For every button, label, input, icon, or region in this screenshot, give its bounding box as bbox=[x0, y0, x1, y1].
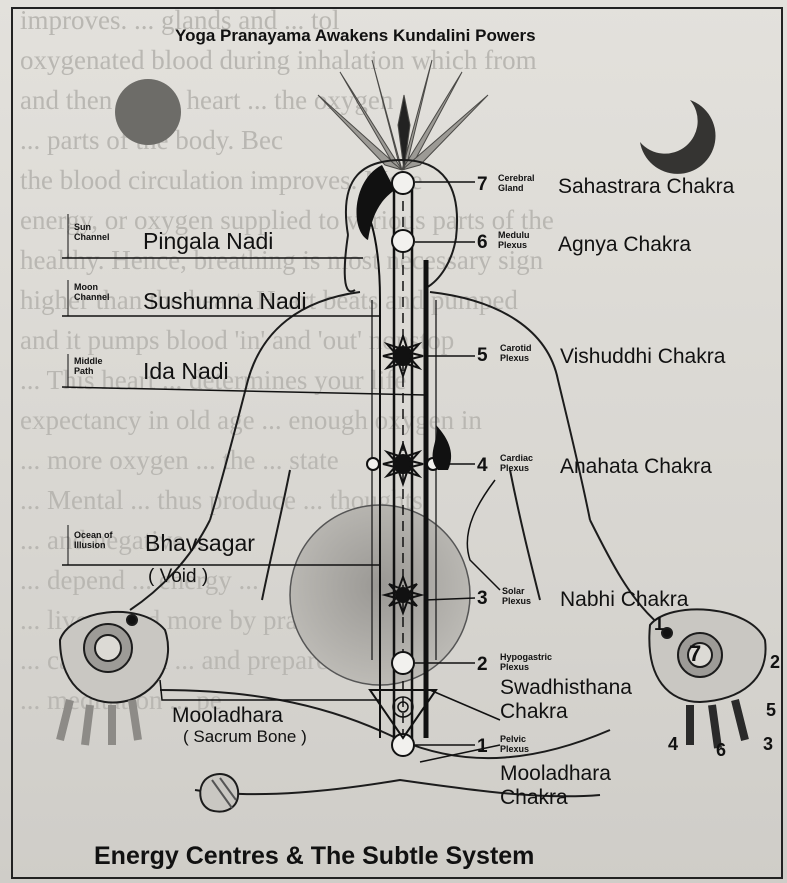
bhavsagar-note: ( Void ) bbox=[148, 566, 208, 588]
diagram-title: Yoga Pranayama Awakens Kundalini Powers bbox=[175, 26, 536, 46]
chakra-node-7 bbox=[392, 172, 414, 194]
bhavsagar-label: Bhavsagar bbox=[145, 530, 255, 557]
chakra-4-number: 4 bbox=[477, 455, 488, 477]
chakra-node-6 bbox=[392, 230, 414, 252]
finger-number-5: 5 bbox=[766, 700, 776, 721]
finger-number-4: 4 bbox=[668, 734, 678, 755]
finger-number-3: 3 bbox=[763, 734, 773, 755]
finger-number-1: 1 bbox=[654, 614, 664, 635]
chakra-node-2 bbox=[392, 652, 414, 674]
palm-number-7: 7 bbox=[689, 641, 701, 667]
feet bbox=[200, 774, 238, 812]
finger-number-6: 6 bbox=[716, 740, 726, 761]
mooladhara-left-note: ( Sacrum Bone ) bbox=[183, 727, 307, 747]
sushumna-nadi-label: Sushumna Nadi bbox=[143, 288, 307, 315]
chakra-3-number: 3 bbox=[477, 588, 488, 610]
chakra-5-label: Vishuddhi Chakra bbox=[560, 345, 725, 369]
chakra-6-number: 6 bbox=[477, 232, 488, 254]
pingala-nadi-label: Pingala Nadi bbox=[143, 228, 273, 255]
chakra-4-label: Anahata Chakra bbox=[560, 455, 712, 479]
ida-nadi-label: Ida Nadi bbox=[143, 358, 229, 385]
left-hand bbox=[60, 612, 168, 745]
right-hand bbox=[649, 609, 765, 748]
chakra-1-number: 1 bbox=[477, 736, 488, 758]
pingala-head-shade bbox=[356, 165, 395, 240]
diagram-caption: Energy Centres & The Subtle System bbox=[94, 842, 534, 871]
chakra-5-number: 5 bbox=[477, 345, 488, 367]
chakra-7-number: 7 bbox=[477, 174, 488, 196]
chakra-7-label: Sahastrara Chakra bbox=[558, 175, 734, 199]
crescent-moon-icon bbox=[640, 100, 716, 174]
sun-icon bbox=[115, 79, 181, 145]
chakra-2-number: 2 bbox=[477, 654, 488, 676]
chakra-3-label: Nabhi Chakra bbox=[560, 588, 688, 612]
lotus-petals-icon bbox=[318, 60, 488, 170]
finger-number-2: 2 bbox=[770, 652, 780, 673]
chakra-6-label: Agnya Chakra bbox=[558, 233, 691, 257]
mooladhara-left-label: Mooladhara bbox=[172, 704, 283, 728]
